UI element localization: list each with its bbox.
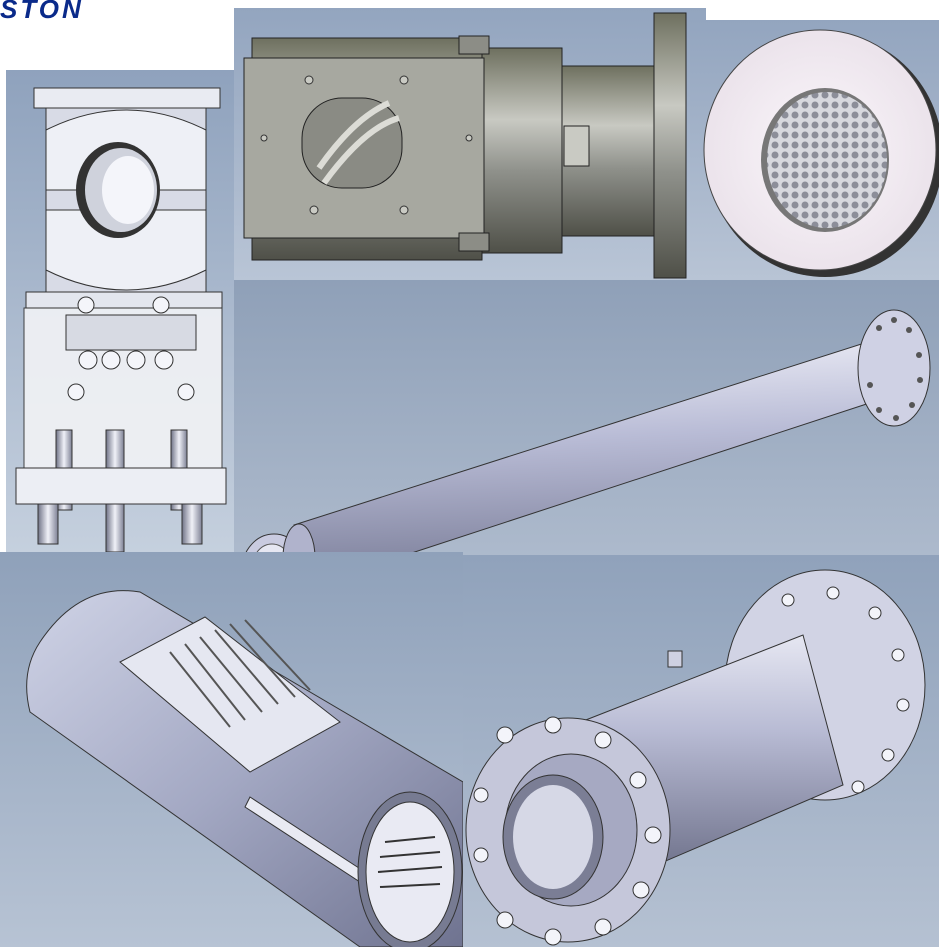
feed-section-render xyxy=(234,8,706,280)
brand-logo-text: STON xyxy=(0,0,84,24)
grooved-sleeve-drawing xyxy=(0,552,463,947)
breaker-plate-drawing xyxy=(690,20,939,280)
breaker-plate-render xyxy=(690,20,939,280)
extruder-assembly-drawing xyxy=(6,70,234,552)
flanged-barrel-render xyxy=(463,555,939,947)
flanged-barrel-drawing xyxy=(463,555,939,947)
extruder-assembly-render xyxy=(6,70,234,552)
feed-section-drawing xyxy=(234,8,706,280)
grooved-sleeve-render xyxy=(0,552,463,947)
